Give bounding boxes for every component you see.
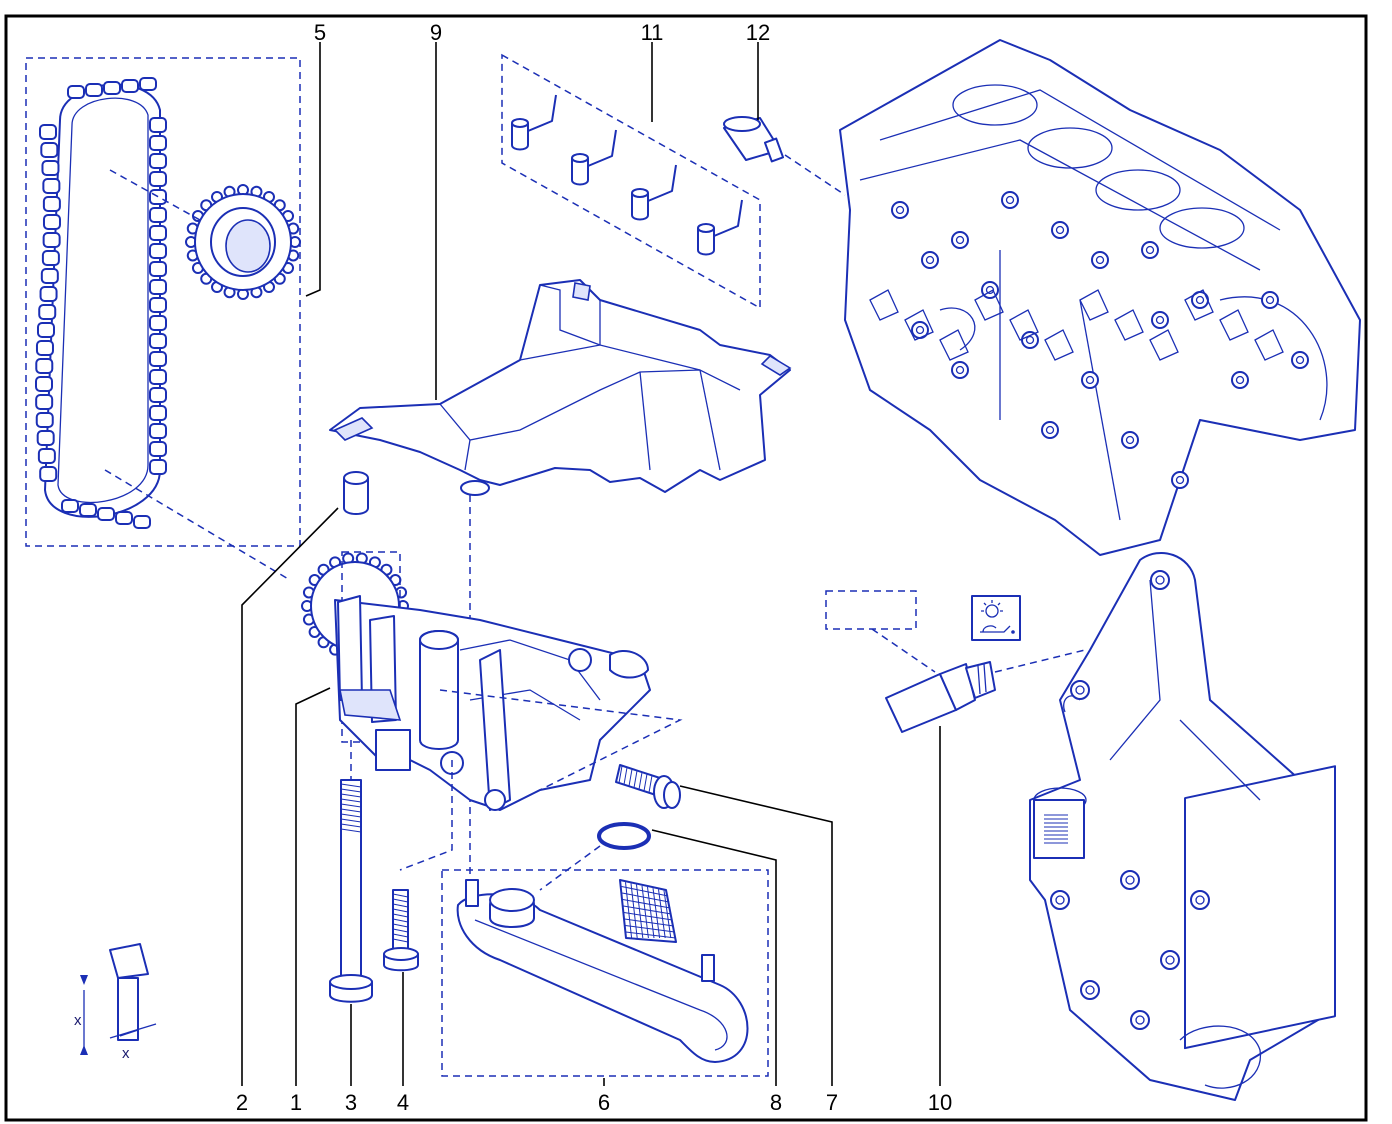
chain-links bbox=[35, 77, 167, 529]
strainer-mesh bbox=[619, 879, 677, 943]
part-8-o-ring bbox=[539, 822, 651, 891]
part-7-flange-bolt bbox=[615, 764, 681, 809]
callout-6: 6 bbox=[598, 1090, 610, 1115]
callout-5: 5 bbox=[314, 20, 326, 45]
part-3-long-bolt bbox=[329, 740, 373, 1003]
oil-filter-housing bbox=[1029, 551, 1336, 1101]
part-2-dowel-sleeve bbox=[343, 471, 369, 515]
callout-9: 9 bbox=[430, 20, 442, 45]
callout-labels: 5 9 11 12 2 1 3 4 6 8 7 10 bbox=[236, 20, 952, 1115]
callout-10: 10 bbox=[928, 1090, 952, 1115]
crank-sprocket bbox=[185, 184, 301, 300]
part-1-oil-pump bbox=[301, 551, 683, 871]
callout-4: 4 bbox=[397, 1090, 409, 1115]
oil-pressure-warning-icon bbox=[971, 595, 1021, 641]
engine-block bbox=[839, 39, 1361, 556]
part-4-short-bolt bbox=[383, 889, 419, 972]
callout-1: 1 bbox=[290, 1090, 302, 1115]
leader-lines bbox=[241, 42, 941, 1086]
callout-3: 3 bbox=[345, 1090, 357, 1115]
callout-7: 7 bbox=[826, 1090, 838, 1115]
part-5-chain-sprocket-group bbox=[25, 57, 301, 581]
part-9-oil-baffle bbox=[329, 279, 792, 496]
part-10-oil-pressure-sensor bbox=[825, 590, 1086, 733]
part-5-dashed-box bbox=[25, 57, 301, 547]
legend-x-length: x bbox=[74, 1012, 82, 1029]
timing-chain bbox=[44, 83, 161, 518]
callout-8: 8 bbox=[770, 1090, 782, 1115]
part-11-oil-jets-group bbox=[501, 53, 761, 310]
part-6-oil-pickup-group bbox=[441, 869, 769, 1077]
part-12-pin bbox=[723, 116, 846, 196]
callout-11: 11 bbox=[641, 20, 664, 45]
callout-12: 12 bbox=[746, 20, 770, 45]
bolt-length-legend: x x bbox=[74, 943, 157, 1062]
legend-x-diameter: x bbox=[122, 1045, 130, 1062]
callout-2: 2 bbox=[236, 1090, 248, 1115]
